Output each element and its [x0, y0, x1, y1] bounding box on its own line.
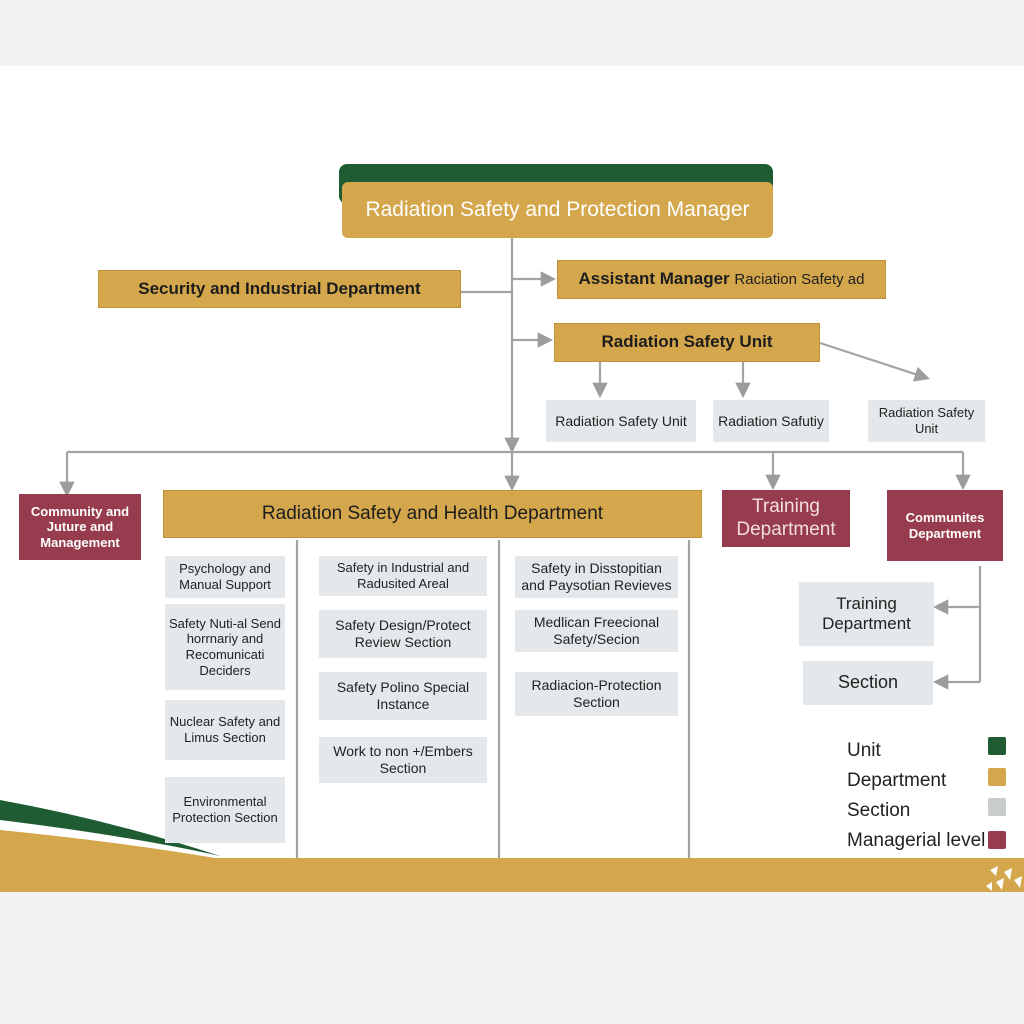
- unit-child-3: Radiation Safety Unit: [868, 400, 985, 442]
- section-radiacion-protection: Radiacion-Protection Section: [515, 672, 678, 716]
- legend-label-unit: Unit: [847, 740, 881, 761]
- section-safety-nutial: Safety Nuti-al Send horrnariy and Recomu…: [165, 604, 285, 690]
- assistant-manager-subtitle: Raciation Safety ad: [734, 270, 865, 288]
- legend-swatch-department: [988, 768, 1006, 786]
- section-disstopitian: Safety in Disstopitian and Paysotian Rev…: [515, 556, 678, 598]
- manager-box: Radiation Safety and Protection Manager: [342, 182, 773, 238]
- communites-child-training: Training Department: [799, 582, 934, 646]
- legend-swatch-section: [988, 798, 1006, 816]
- unit-child-2: Radiation Safutiy: [713, 400, 829, 442]
- legend-swatch-unit: [988, 737, 1006, 755]
- community-management-box: Community and Juture and Management: [19, 494, 141, 560]
- section-environmental-protection: Environmental Protection Section: [165, 777, 285, 843]
- legend-label-section: Section: [847, 800, 911, 821]
- radiation-safety-health-department: Radiation Safety and Health Department: [163, 490, 702, 538]
- legend-label-department: Department: [847, 770, 947, 791]
- legend-swatch-managerial: [988, 831, 1006, 849]
- communites-department-box: Communites Department: [887, 490, 1003, 561]
- unit-child-1: Radiation Safety Unit: [546, 400, 696, 442]
- section-nuclear-safety: Nuclear Safety and Limus Section: [165, 700, 285, 760]
- radiation-safety-unit: Radiation Safety Unit: [554, 323, 820, 362]
- assistant-manager-box: Assistant Manager Raciation Safety ad: [557, 260, 886, 299]
- section-safety-polino: Safety Polino Special Instance: [319, 672, 487, 720]
- legend-label-managerial: Managerial level: [847, 830, 986, 851]
- section-medlican: Medlican Freecional Safety/Secion: [515, 610, 678, 652]
- section-psychology: Psychology and Manual Support: [165, 556, 285, 598]
- training-department-box: Training Department: [722, 490, 850, 547]
- section-safety-design: Safety Design/Protect Review Section: [319, 610, 487, 658]
- communites-child-section: Section: [803, 661, 933, 705]
- security-industrial-department: Security and Industrial Department: [98, 270, 461, 308]
- section-work-to-non: Work to non +/Embers Section: [319, 737, 487, 783]
- assistant-manager-title: Assistant Manager: [578, 269, 730, 289]
- section-industrial-areas: Safety in Industrial and Radusited Areal: [319, 556, 487, 596]
